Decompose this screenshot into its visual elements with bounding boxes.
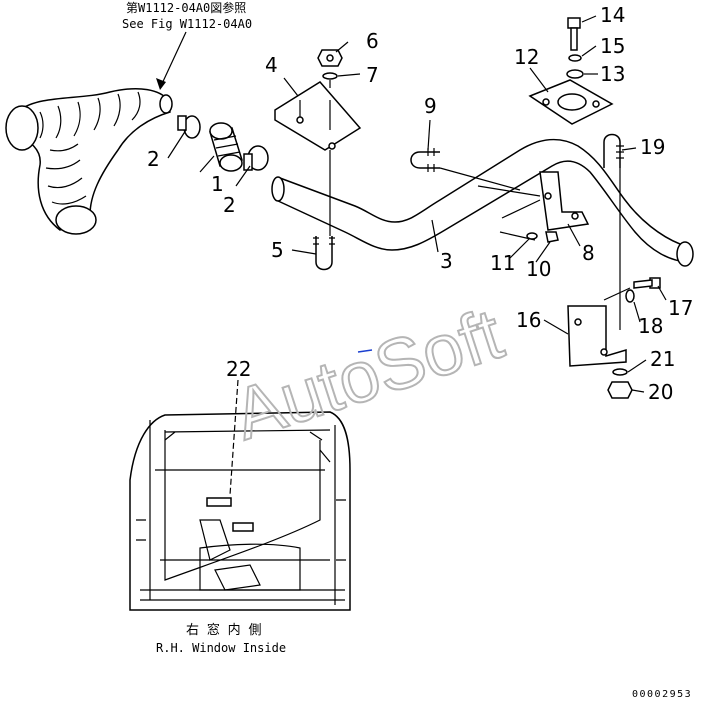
nut-20 bbox=[607, 381, 633, 399]
callout-1: 1 bbox=[211, 172, 224, 196]
callout-22: 22 bbox=[226, 357, 251, 381]
callout-18: 18 bbox=[638, 314, 663, 338]
reference-en: See Fig W1112-04A0 bbox=[122, 17, 252, 31]
reference-arrow bbox=[156, 78, 166, 90]
washer-13 bbox=[566, 69, 584, 79]
washer-18 bbox=[625, 289, 635, 303]
callout-2-lower: 2 bbox=[223, 193, 236, 217]
hose-sleeve bbox=[209, 122, 243, 172]
bracket-16 bbox=[567, 305, 627, 367]
callout-8: 8 bbox=[582, 241, 595, 265]
callout-7: 7 bbox=[366, 63, 379, 87]
washer-21 bbox=[612, 368, 628, 376]
callout-20: 20 bbox=[648, 380, 673, 404]
callout-12: 12 bbox=[514, 45, 539, 69]
bolt-17 bbox=[633, 277, 661, 289]
callout-19: 19 bbox=[640, 135, 665, 159]
callout-21: 21 bbox=[650, 347, 675, 371]
bracket-8 bbox=[539, 171, 590, 231]
callout-6: 6 bbox=[366, 29, 379, 53]
label-leader-22 bbox=[229, 379, 239, 496]
callout-leaders bbox=[167, 15, 667, 393]
washer-7 bbox=[322, 72, 338, 80]
washer-11 bbox=[526, 232, 538, 240]
plate-12 bbox=[528, 79, 614, 125]
bracket-upper-left bbox=[274, 81, 362, 151]
bracket-16-leader bbox=[603, 287, 631, 301]
u-bolt-9 bbox=[410, 148, 521, 191]
callout-13: 13 bbox=[600, 62, 625, 86]
callout-9: 9 bbox=[424, 94, 437, 118]
callout-10: 10 bbox=[526, 257, 551, 281]
callout-15: 15 bbox=[600, 34, 625, 58]
washer-15 bbox=[568, 54, 582, 62]
hose-clamp-upper bbox=[177, 115, 201, 139]
cab-window-frame bbox=[129, 411, 351, 611]
callout-4: 4 bbox=[265, 53, 278, 77]
callout-3: 3 bbox=[440, 249, 453, 273]
nut-6 bbox=[317, 49, 343, 67]
main-pipe bbox=[271, 138, 694, 267]
caption-ja: 右 窓 内 側 bbox=[186, 622, 261, 638]
ribbed-duct bbox=[5, 87, 173, 235]
callout-numbers: 1 2 2 3 4 5 6 7 8 9 10 11 12 13 14 15 16… bbox=[147, 3, 693, 404]
hose-clamp-lower bbox=[243, 145, 269, 171]
callout-17: 17 bbox=[668, 296, 693, 320]
nut-10 bbox=[545, 231, 559, 243]
u-bolt-19 bbox=[603, 133, 624, 330]
reference-leader bbox=[159, 31, 187, 89]
bolt-14 bbox=[567, 17, 581, 51]
callout-11: 11 bbox=[490, 251, 515, 275]
reference-ja: 第W1112-04A0図参照 bbox=[126, 0, 246, 15]
caption-en: R.H. Window Inside bbox=[156, 641, 286, 655]
callout-16: 16 bbox=[516, 308, 541, 332]
callout-14: 14 bbox=[600, 3, 625, 27]
watermark-mark bbox=[357, 349, 373, 353]
callout-2-upper: 2 bbox=[147, 147, 160, 171]
pipe-bracket-leader bbox=[477, 185, 541, 197]
callout-5: 5 bbox=[271, 238, 284, 262]
watermark: AutoSoft bbox=[224, 294, 511, 455]
drawing-number: 00002953 bbox=[632, 689, 692, 700]
u-bolt-5 bbox=[313, 236, 335, 271]
